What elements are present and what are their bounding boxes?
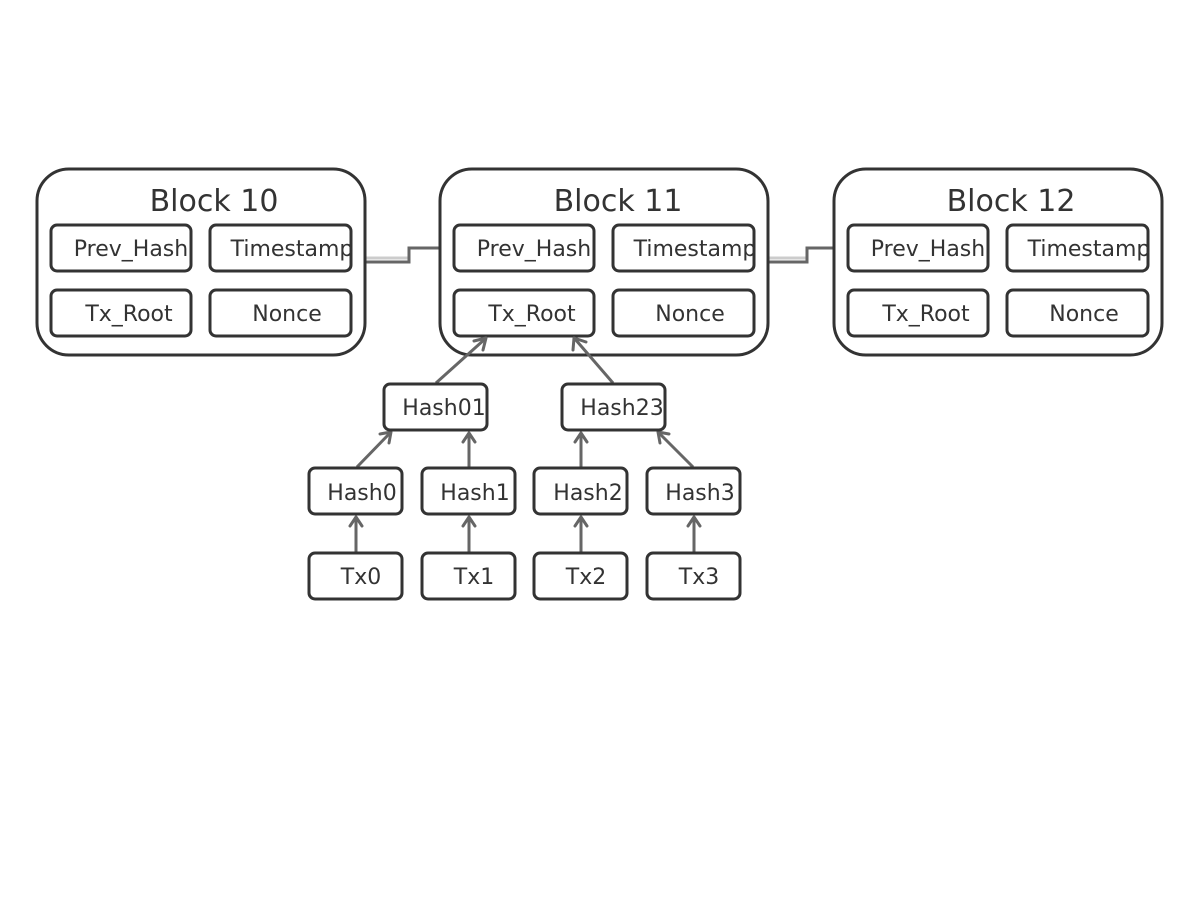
node-box (532, 551, 629, 601)
field-box (611, 288, 756, 338)
field-prev-hash: Prev_Hash (452, 223, 596, 273)
field-box (846, 223, 990, 273)
edge-hash01-to-txroot (434, 336, 488, 385)
block-12: Block 12 Prev_Hash Timestamp Tx_Root Non… (832, 167, 1164, 357)
tx-node-tx1: Tx1 (420, 551, 517, 601)
field-prev-hash: Prev_Hash (49, 223, 193, 273)
block-title: Block 10 (150, 184, 279, 219)
field-nonce: Nonce (208, 288, 353, 338)
field-nonce: Nonce (1005, 288, 1150, 338)
node-box (420, 551, 517, 601)
field-box (452, 223, 596, 273)
field-box (611, 223, 756, 273)
node-label: Hash2 (553, 481, 622, 506)
merkle-edges (348, 336, 702, 552)
field-prev-hash: Prev_Hash (846, 223, 990, 273)
field-timestamp: Timestamp (208, 223, 354, 273)
edge-hash1-to-hash01 (461, 431, 477, 467)
merkle-node-hash2: Hash2 (532, 466, 629, 516)
node-box (645, 551, 742, 601)
field-tx-root: Tx_Root (49, 288, 193, 338)
node-label: Hash1 (440, 481, 509, 506)
field-label: Tx_Root (881, 302, 970, 327)
node-box (645, 466, 742, 516)
edge-hash0-to-hash01 (355, 430, 393, 469)
chain-arrow-10-to-11 (366, 240, 453, 264)
edge-hash3-to-hash23 (656, 430, 695, 469)
node-box (532, 466, 629, 516)
node-label: Tx3 (678, 565, 719, 590)
field-box (452, 288, 596, 338)
tx-node-tx3: Tx3 (645, 551, 742, 601)
field-label: Prev_Hash (871, 237, 985, 262)
field-label: Nonce (655, 302, 725, 327)
field-box (49, 223, 193, 273)
node-label: Hash01 (402, 396, 485, 421)
field-box (208, 223, 353, 273)
field-timestamp: Timestamp (611, 223, 757, 273)
field-box (1005, 223, 1150, 273)
field-label: Tx_Root (487, 302, 576, 327)
field-box (846, 288, 990, 338)
field-box (1005, 288, 1150, 338)
field-label: Timestamp (1027, 237, 1151, 262)
node-label: Hash3 (665, 481, 734, 506)
node-box (307, 551, 404, 601)
node-label: Hash23 (580, 396, 663, 421)
block-10: Block 10 Prev_Hash Timestamp Tx_Root Non… (35, 167, 367, 357)
merkle-node-hash0: Hash0 (307, 466, 404, 516)
node-box (420, 466, 517, 516)
edge-hash23-to-txroot (571, 336, 615, 384)
edge-tx0-to-hash0 (348, 515, 364, 552)
field-nonce: Nonce (611, 288, 756, 338)
field-timestamp: Timestamp (1005, 223, 1151, 273)
field-box (49, 288, 193, 338)
field-label: Prev_Hash (74, 237, 188, 262)
node-label: Tx0 (340, 565, 381, 590)
node-box (382, 382, 489, 432)
block-title: Block 11 (554, 184, 683, 219)
tx-node-tx0: Tx0 (307, 551, 404, 601)
node-label: Tx1 (453, 565, 494, 590)
field-label: Nonce (252, 302, 322, 327)
node-box (307, 466, 404, 516)
edge-tx1-to-hash1 (461, 515, 477, 552)
field-label: Timestamp (633, 237, 757, 262)
edge-tx3-to-hash3 (686, 515, 702, 552)
block-11: Block 11 Prev_Hash Timestamp Tx_Root Non… (438, 167, 770, 357)
field-label: Nonce (1049, 302, 1119, 327)
merkle-node-hash23: Hash23 (560, 382, 667, 432)
block-title: Block 12 (947, 184, 1076, 219)
merkle-node-hash3: Hash3 (645, 466, 742, 516)
node-box (560, 382, 667, 432)
field-box (208, 288, 353, 338)
node-label: Hash0 (327, 481, 396, 506)
edge-hash2-to-hash23 (573, 431, 589, 467)
field-tx-root: Tx_Root (846, 288, 990, 338)
edge-tx2-to-hash2 (573, 515, 589, 552)
field-tx-root: Tx_Root (452, 288, 596, 338)
merkle-node-hash1: Hash1 (420, 466, 517, 516)
field-label: Timestamp (230, 237, 354, 262)
merkle-node-hash01: Hash01 (382, 382, 489, 432)
field-label: Tx_Root (84, 302, 173, 327)
field-label: Prev_Hash (477, 237, 591, 262)
tx-node-tx2: Tx2 (532, 551, 629, 601)
node-label: Tx2 (565, 565, 606, 590)
